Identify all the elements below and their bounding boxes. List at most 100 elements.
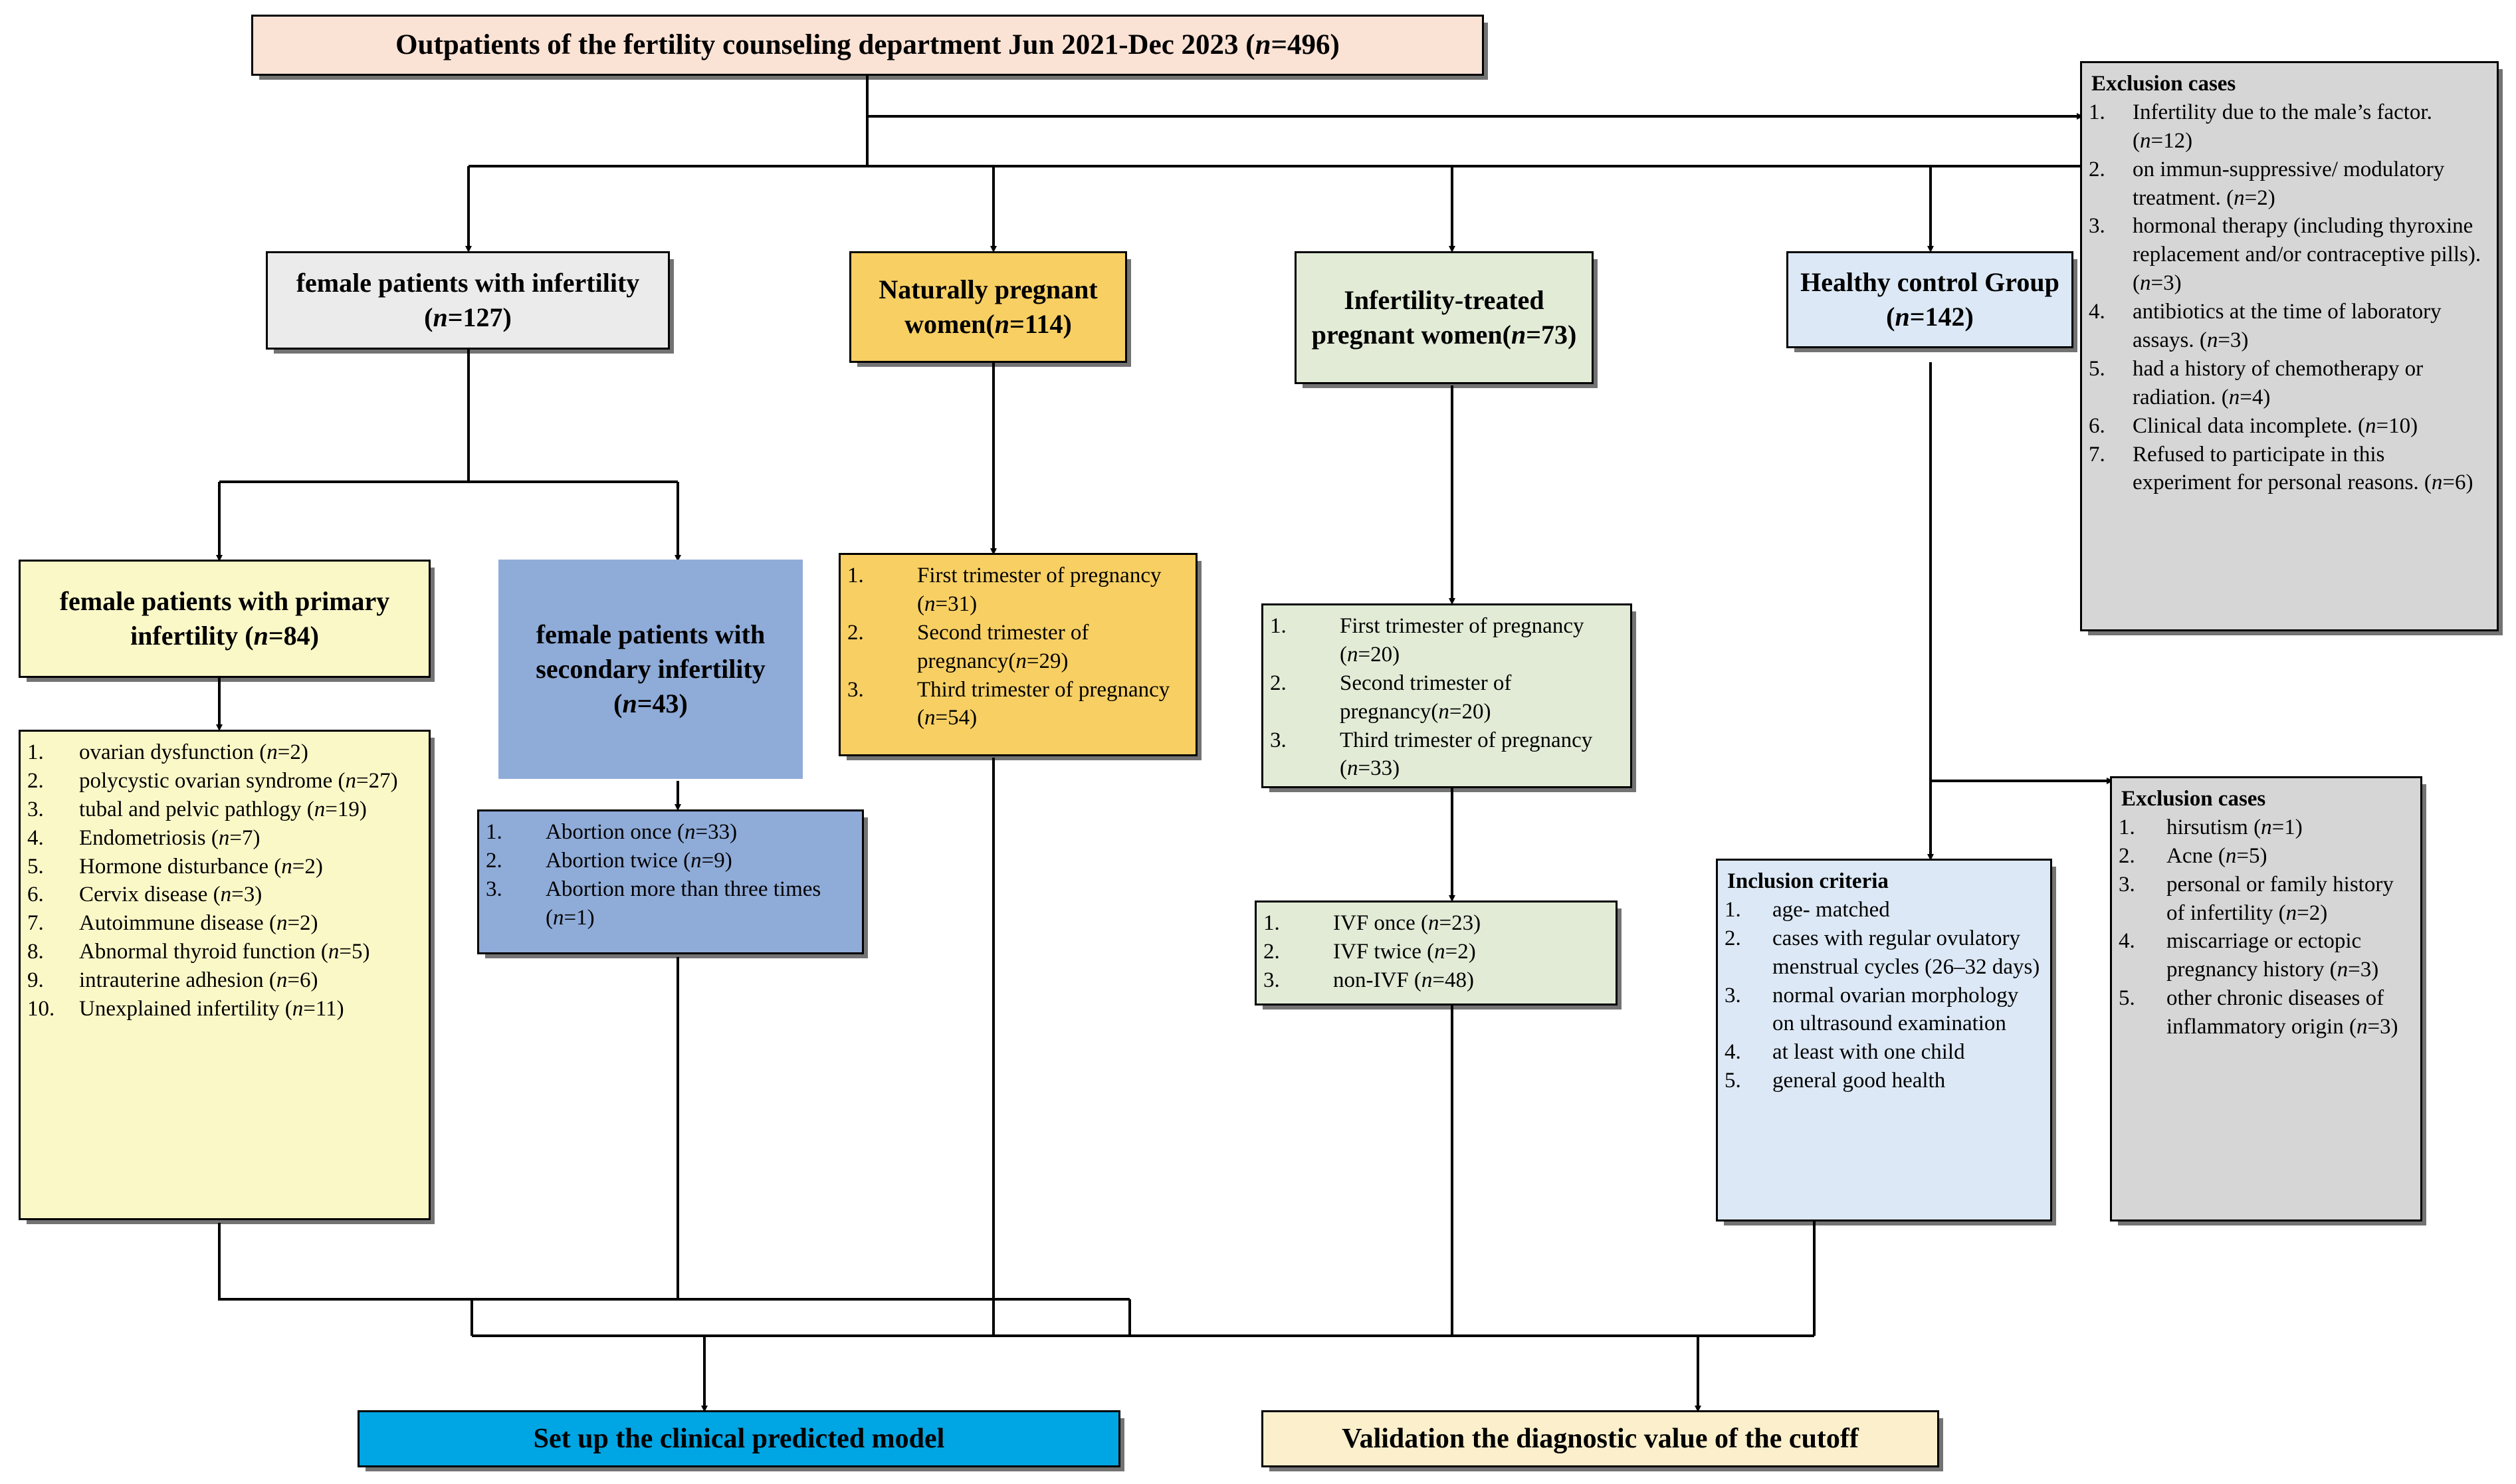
list-item-text: had a history of chemotherapy or radiati… xyxy=(2133,356,2424,409)
list-item-number: 1. xyxy=(27,740,44,764)
list-item-number: 3. xyxy=(1263,968,1280,992)
list-item: 5. other chronic diseases of inflammatory… xyxy=(2119,984,2411,1041)
list-item-text: Cervix disease (n=3) xyxy=(79,883,262,907)
list-item-text: Second trimester of pregnancy(n=29) xyxy=(917,620,1089,673)
list-item: 6.Clinical data incomplete. (n=10) xyxy=(2089,412,2487,441)
list-item-number: 3. xyxy=(2119,872,2135,897)
list-item: 2.Acne (n=5) xyxy=(2119,842,2411,871)
group-box-infertility: female patients with infertility (n=127) xyxy=(266,251,670,350)
subgroup-box-secondary: female patients with secondary infertili… xyxy=(498,560,803,779)
list-item: 2.on immun-suppressive/ modulatory treat… xyxy=(2089,156,2487,213)
list-item: 2. polycystic ovarian syndrome (n=27) xyxy=(27,767,419,795)
list-item-text: personal or family history of infertilit… xyxy=(2166,872,2394,925)
list-item-number: 5. xyxy=(1725,1069,1741,1093)
list-item-number: 4. xyxy=(27,825,44,850)
list-item-text: First trimester of pregnancy (n=31) xyxy=(917,564,1162,616)
list-item-text: at least with one child xyxy=(1772,1040,1965,1065)
exclusion-top-title: Exclusion cases xyxy=(2091,72,2236,96)
list-item: 5. Hormone disturbance (n=2) xyxy=(27,853,419,881)
list-item-number: 2. xyxy=(27,768,44,793)
list-item-number: 7. xyxy=(27,911,44,936)
list-item-text: hormonal therapy (including thyroxine re… xyxy=(2133,214,2481,296)
list-item-number: 1. xyxy=(2089,100,2105,124)
list-item-number: 1. xyxy=(486,820,502,844)
list-item: 2. IVF twice (n=2) xyxy=(1263,938,1606,966)
list-item-number: 3. xyxy=(2089,214,2105,239)
list-item-text: polycystic ovarian syndrome (n=27) xyxy=(79,768,398,793)
group-box-control: Healthy control Group (n=142) xyxy=(1786,251,2073,348)
treated-trimesters-list: 1.First trimester of pregnancy (n=20)2.S… xyxy=(1270,612,1621,783)
list-item-number: 4. xyxy=(2119,929,2135,954)
outcome-label-model: Set up the clinical predicted model xyxy=(533,1423,945,1454)
exclusion-bottom-title: Exclusion cases xyxy=(2121,787,2266,811)
primary-causes-list: 1.ovarian dysfunction (n=2)2. polycystic … xyxy=(27,738,419,1023)
natural-trimesters-list: 1.First trimester of pregnancy (n=31)2.S… xyxy=(847,562,1186,732)
exclusion-top-list: 1.Infertility due to the male’s factor. … xyxy=(2089,98,2487,497)
subgroup-label-secondary: female patients with secondary infertili… xyxy=(536,619,766,718)
abortion-list: 1.Abortion once (n=33)2.Abortion twice (… xyxy=(486,818,853,932)
list-item-number: 1. xyxy=(847,564,864,587)
list-item-number: 2. xyxy=(1725,926,1741,950)
list-item-text: Autoimmune disease (n=2) xyxy=(79,911,318,936)
subgroup-label-primary: female patients with primary infertility… xyxy=(59,586,390,651)
list-item-text: Endometriosis (n=7) xyxy=(79,825,261,850)
list-item-text: non-IVF (n=48) xyxy=(1333,968,1475,992)
list-item-number: 7. xyxy=(2089,442,2105,467)
list-item: 7. Autoimmune disease (n=2) xyxy=(27,909,419,938)
list-item-number: 4. xyxy=(2089,300,2105,324)
list-item: 3. non-IVF (n=48) xyxy=(1263,966,1606,995)
list-item-text: antibiotics at the time of laboratory as… xyxy=(2133,300,2442,353)
list-item: 4. Endometriosis (n=7) xyxy=(27,824,419,853)
subgroup-box-primary: female patients with primary infertility… xyxy=(19,560,431,678)
list-item-text: IVF twice (n=2) xyxy=(1333,939,1476,964)
list-item-number: 5. xyxy=(27,854,44,879)
list-item: 3.Abortion more than three times (n=1) xyxy=(486,875,853,932)
inclusion-criteria-title: Inclusion criteria xyxy=(1727,869,1889,893)
list-item-text: Abortion once (n=33) xyxy=(546,820,738,844)
list-item-text: Unexplained infertility (n=11) xyxy=(79,997,344,1021)
list-item-text: Abortion more than three times (n=1) xyxy=(546,877,821,930)
exclusion-top-box: Exclusion cases 1.Infertility due to the… xyxy=(2080,61,2499,631)
list-item-number: 2. xyxy=(1263,939,1280,964)
list-item: 2.Second trimester of pregnancy(n=20) xyxy=(1270,669,1621,726)
group-label-infertility: female patients with infertility (n=127) xyxy=(296,268,640,332)
list-item: 1. Abortion once (n=33) xyxy=(486,818,853,847)
list-item: 3.tubal and pelvic pathlogy (n=19) xyxy=(27,795,419,824)
list-item-text: age- matched xyxy=(1772,897,1890,922)
list-item-text: Hormone disturbance (n=2) xyxy=(79,854,323,879)
list-item: 1.ovarian dysfunction (n=2) xyxy=(27,738,419,767)
list-item-text: Third trimester of pregnancy (n=33) xyxy=(1340,728,1593,781)
list-item: 10.Unexplained infertility (n=11) xyxy=(27,995,419,1023)
list-item-text: general good health xyxy=(1772,1069,1946,1093)
list-item-text: other chronic diseases of inflammatory o… xyxy=(2166,986,2398,1039)
list-item-number: 2. xyxy=(2119,843,2135,868)
list-item-number: 3. xyxy=(847,677,864,702)
outcome-box-validation: Validation the diagnostic value of the c… xyxy=(1261,1410,1939,1467)
ivf-box: 1.IVF once (n=23)2.IVF twice (n=2)3.non-… xyxy=(1255,901,1618,1006)
list-item-number: 1. xyxy=(1270,614,1287,638)
exclusion-bottom-list: 1.hirsutism (n=1)2.Acne (n=5)3.personal … xyxy=(2119,813,2411,1041)
list-item-number: 5. xyxy=(2089,356,2105,381)
list-item-number: 5. xyxy=(2119,986,2135,1011)
outcome-box-model: Set up the clinical predicted model xyxy=(358,1410,1120,1467)
list-item-number: 2. xyxy=(1270,671,1287,695)
list-item: 2. cases with regular ovulatory menstrua… xyxy=(1725,924,2041,982)
list-item: 5. had a history of chemotherapy or radia… xyxy=(2089,355,2487,412)
list-item-number: 6. xyxy=(27,883,44,907)
list-item-text: Third trimester of pregnancy (n=54) xyxy=(917,677,1170,730)
list-item: 1.Infertility due to the male’s factor. … xyxy=(2089,98,2487,156)
list-item: 3.Third trimester of pregnancy (n=33) xyxy=(1270,726,1621,784)
list-item-number: 8. xyxy=(27,940,44,964)
list-item: 1.First trimester of pregnancy (n=20) xyxy=(1270,612,1621,669)
group-box-natural: Naturally pregnant women(n=114) xyxy=(849,251,1127,363)
list-item: 1. First trimester of pregnancy (n=31) xyxy=(847,562,1186,619)
treated-trimesters-box: 1.First trimester of pregnancy (n=20)2.S… xyxy=(1261,603,1632,788)
exclusion-bottom-box: Exclusion cases 1.hirsutism (n=1)2.Acne … xyxy=(2110,776,2422,1221)
list-item-number: 9. xyxy=(27,968,44,993)
group-label-control: Healthy control Group (n=142) xyxy=(1800,267,2059,332)
list-item-text: normal ovarian morphology on ultrasound … xyxy=(1772,983,2019,1036)
list-item-text: cases with regular ovulatory menstrual c… xyxy=(1772,926,2040,979)
list-item: 9.intrauterine adhesion (n=6) xyxy=(27,966,419,995)
list-item: 4.miscarriage or ectopic pregnancy histo… xyxy=(2119,927,2411,984)
